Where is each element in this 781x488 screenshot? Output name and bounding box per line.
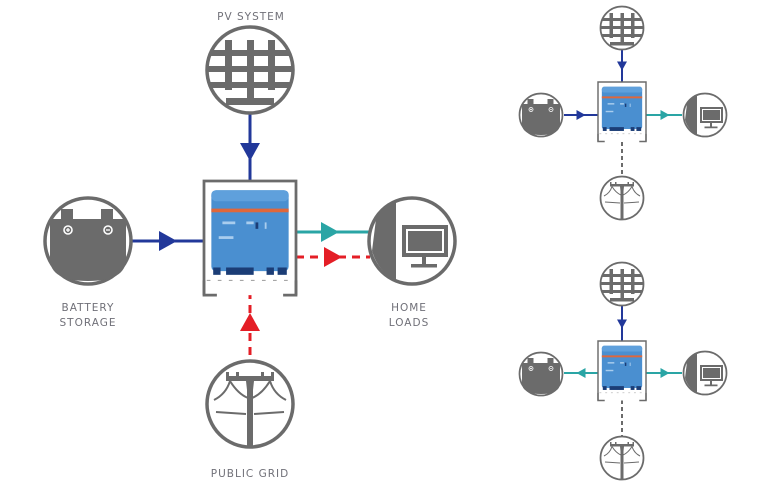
- arrow-right-icon: [660, 110, 670, 120]
- arrow-right-icon: [159, 231, 177, 251]
- home-loads-icon: [682, 350, 728, 396]
- home-loads-label-line1: HOME: [391, 302, 427, 314]
- power-pole-icon: [599, 435, 645, 481]
- home-loads-icon: [367, 196, 457, 286]
- battery-icon: [43, 196, 133, 286]
- power-pole-icon: [205, 359, 295, 449]
- arrow-down-icon: [240, 143, 260, 161]
- battery-icon: [518, 351, 564, 397]
- pv-system-label: PV SYSTEM: [217, 11, 285, 23]
- battery-storage-label-line1: BATTERY: [62, 302, 115, 314]
- pv-panel-icon: [205, 25, 295, 115]
- battery-storage-label-line2: STORAGE: [60, 317, 117, 329]
- home-loads-label-line2: LOADS: [389, 317, 430, 329]
- home-loads-icon: [682, 92, 728, 138]
- battery-icon: [518, 92, 564, 138]
- public-grid-label: PUBLIC GRID: [211, 468, 289, 480]
- arrow-right-icon: [660, 368, 670, 378]
- pv-panel-icon: [599, 261, 645, 307]
- main-diagram: PV SYSTEM BATTERY STORAGE HOME LOADS PUB…: [43, 11, 457, 480]
- arrow-right-icon: [321, 222, 339, 242]
- inverter-icon: [597, 340, 647, 402]
- arrow-down-icon: [617, 319, 627, 329]
- arrow-left-icon: [576, 368, 586, 378]
- arrow-right-icon: [324, 247, 342, 267]
- mini-diagram-2: [518, 261, 728, 481]
- inverter-icon: [202, 179, 298, 297]
- mini-diagram-1: [518, 5, 728, 221]
- arrow-up-icon: [240, 313, 260, 331]
- pv-panel-icon: [599, 5, 645, 51]
- inverter-icon: [597, 81, 647, 143]
- power-pole-icon: [599, 175, 645, 221]
- arrow-right-icon: [576, 110, 586, 120]
- arrow-down-icon: [617, 61, 627, 71]
